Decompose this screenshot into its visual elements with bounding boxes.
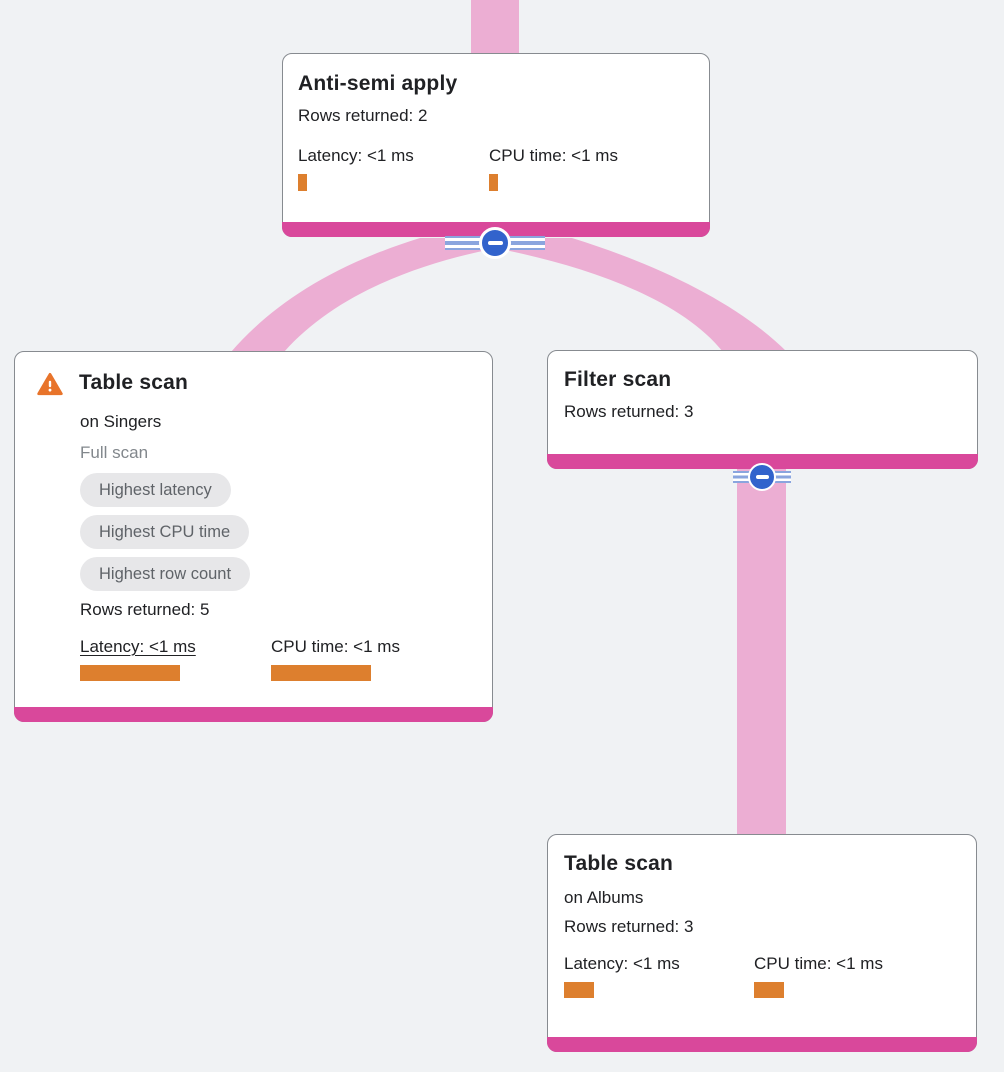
latency-bar (298, 174, 307, 191)
latency-label: Latency: <1 ms (564, 954, 680, 973)
latency-bar (80, 665, 180, 681)
cpu-time-label: CPU time: <1 ms (754, 954, 883, 973)
badge-list: Highest latency Highest CPU time Highest… (80, 473, 476, 591)
scan-type-label: Full scan (80, 443, 149, 462)
badge-highest-row-count: Highest row count (80, 557, 251, 591)
cpu-time-bar (271, 665, 371, 681)
badge-highest-cpu-time: Highest CPU time (80, 515, 250, 549)
warning-icon (37, 372, 63, 401)
node-subtitle: on Albums (564, 888, 644, 907)
minus-icon (755, 475, 769, 479)
cpu-time-bar (489, 174, 498, 191)
latency-bar (564, 982, 594, 998)
latency-label: Latency: <1 ms (80, 637, 196, 656)
edge-into-anti-semi-apply (471, 0, 519, 55)
collapse-children-button[interactable] (479, 227, 511, 259)
rows-returned: Rows returned: 5 (80, 600, 210, 619)
plan-node-table-scan-albums[interactable]: Table scan on Albums Rows returned: 3 La… (547, 834, 977, 1052)
rows-returned: Rows returned: 2 (298, 106, 428, 125)
node-accent-footer (547, 1037, 977, 1052)
node-accent-footer (14, 707, 493, 722)
edge-anti-semi-to-filter-scan (500, 238, 787, 352)
badge-highest-latency: Highest latency (80, 473, 231, 507)
cpu-time-label: CPU time: <1 ms (489, 146, 618, 165)
plan-node-table-scan-singers[interactable]: Table scan on Singers Full scan Highest … (14, 351, 493, 722)
plan-node-filter-scan[interactable]: Filter scan Rows returned: 3 (547, 350, 978, 469)
cpu-time-bar (754, 982, 784, 998)
latency-label: Latency: <1 ms (298, 146, 414, 165)
node-title: Filter scan (564, 368, 672, 391)
collapse-children-button[interactable] (748, 463, 776, 491)
edge-anti-semi-to-table-scan-singers (231, 238, 492, 352)
node-title: Table scan (79, 371, 188, 394)
rows-returned: Rows returned: 3 (564, 402, 694, 421)
plan-node-anti-semi-apply[interactable]: Anti-semi apply Rows returned: 2 Latency… (282, 53, 710, 237)
node-title: Anti-semi apply (298, 72, 458, 95)
edge-filter-scan-to-table-scan-albums (737, 455, 786, 835)
minus-icon (487, 241, 503, 245)
node-subtitle: on Singers (80, 412, 162, 431)
rows-returned: Rows returned: 3 (564, 917, 694, 936)
node-title: Table scan (564, 852, 673, 875)
node-accent-footer (547, 454, 978, 469)
cpu-time-label: CPU time: <1 ms (271, 637, 400, 656)
